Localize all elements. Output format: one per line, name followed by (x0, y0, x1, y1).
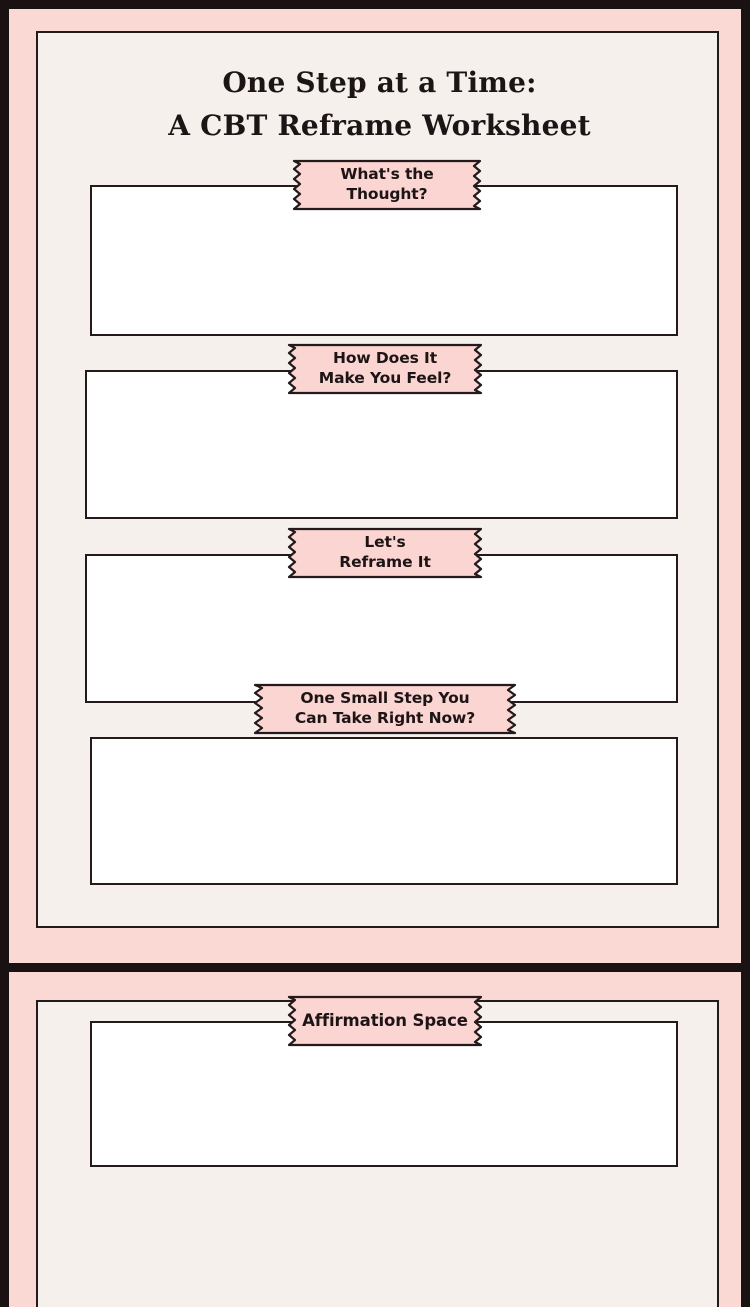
banner-line: Reframe It (339, 553, 431, 571)
washi-tape-shape-icon (253, 683, 517, 735)
banner-line: Let's (364, 533, 406, 552)
page-title-line-1: One Step at a Time: (222, 66, 537, 99)
page-separator (0, 963, 750, 972)
banner-line: Thought? (346, 185, 428, 203)
washi-tape-shape-icon (287, 343, 483, 395)
section-banner-small-step: One Small Step You Can Take Right Now? (244, 683, 526, 735)
section-banner-affirmation-text: Affirmation Space (279, 995, 491, 1047)
worksheet-page-1: One Step at a Time: A CBT Reframe Worksh… (0, 0, 750, 963)
banner-line: What's the (340, 165, 434, 184)
banner-line: Affirmation Space (302, 1010, 468, 1030)
section-banner-feeling: How Does It Make You Feel? (279, 343, 491, 395)
banner-line: How Does It (332, 349, 438, 368)
answer-box-small-step[interactable] (90, 737, 678, 885)
washi-tape-shape-icon (287, 527, 483, 579)
page-title-line-2: A CBT Reframe Worksheet (168, 109, 591, 143)
section-banner-feeling-text: How Does It Make You Feel? (279, 343, 491, 395)
washi-tape-shape-icon (292, 159, 482, 211)
worksheet-page-2: Affirmation Space (0, 972, 750, 1307)
page-title: One Step at a Time: A CBT Reframe Worksh… (38, 61, 721, 148)
page-1-content-panel: One Step at a Time: A CBT Reframe Worksh… (36, 31, 719, 928)
section-banner-reframe-text: Let's Reframe It (279, 527, 491, 579)
banner-line: One Small Step You (300, 689, 470, 708)
answer-box-reframe[interactable] (85, 554, 678, 703)
section-banner-small-step-text: One Small Step You Can Take Right Now? (244, 683, 526, 735)
section-banner-thought: What's the Thought? (284, 159, 490, 211)
section-banner-affirmation: Affirmation Space (279, 995, 491, 1047)
banner-line: Can Take Right Now? (294, 709, 476, 727)
washi-tape-shape-icon (287, 995, 483, 1047)
page-2-content-panel: Affirmation Space (36, 995, 719, 1307)
section-banner-reframe: Let's Reframe It (279, 527, 491, 579)
banner-line: Make You Feel? (318, 369, 452, 387)
section-banner-thought-text: What's the Thought? (284, 159, 490, 211)
